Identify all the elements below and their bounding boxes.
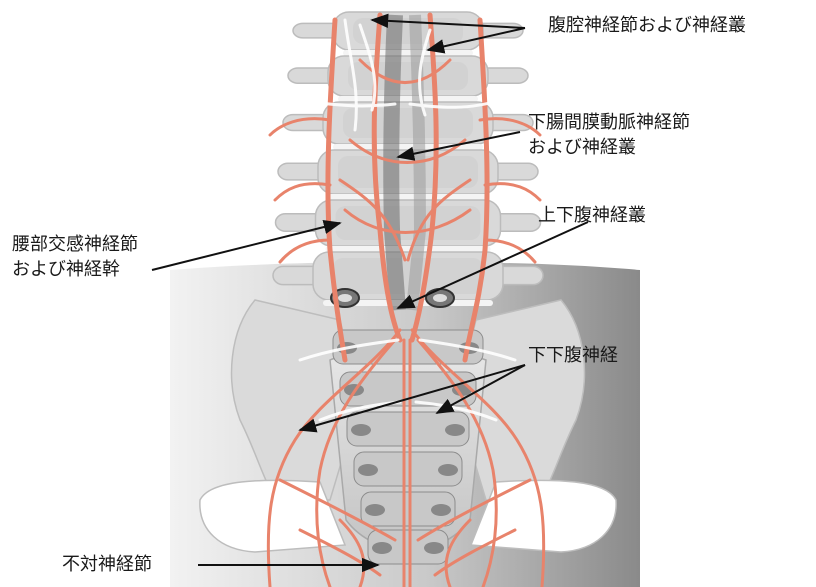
vertebra: [293, 12, 523, 56]
vertebra: [283, 102, 533, 150]
vertebra: [276, 200, 541, 252]
label-lumbar-sympathetic-ganglion: 腰部交感神経節 および神経幹: [12, 232, 138, 282]
label-inferior-hypogastric-nerve: 下下腹神経: [528, 343, 618, 368]
vertebra: [288, 56, 528, 102]
sacral-segment: [347, 412, 469, 446]
vertebra: [278, 150, 538, 200]
label-ganglion-impar: 不対神経節: [62, 552, 152, 577]
label-celiac-ganglion: 腹腔神経節および神経叢: [548, 13, 746, 38]
label-superior-hypogastric-plexus: 上下腹神経叢: [538, 203, 646, 228]
label-inferior-mesenteric-ganglion: 下腸間膜動脈神経節 および神経叢: [528, 110, 690, 160]
sacral-segment: [354, 452, 462, 486]
arrow-lumbar-sympathetic: [152, 223, 340, 270]
sacral-segment: [368, 530, 448, 564]
sacral-segment: [361, 492, 455, 526]
